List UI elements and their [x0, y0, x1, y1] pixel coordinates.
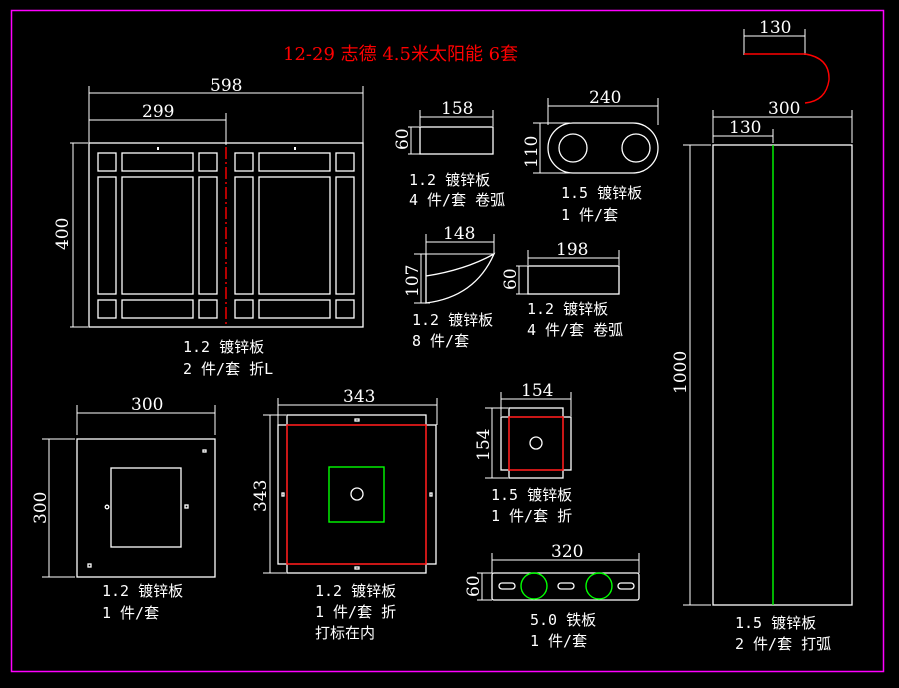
drawing-frame [10, 9, 885, 673]
dim-height-text: 400 [53, 218, 73, 250]
part-label-line2: 1 件/套 [561, 206, 618, 224]
part-label-line2: 8 件/套 [412, 332, 469, 350]
part-label-line1: 1.2 镀锌板 [183, 338, 264, 356]
center-hole [350, 487, 364, 501]
panel-outline [88, 142, 364, 328]
hole-marker [520, 572, 548, 600]
dim-height-text: 343 [251, 480, 271, 512]
dim-width-text: 300 [131, 395, 163, 415]
cutout [110, 467, 182, 548]
part-long-strip-1000[interactable]: 130 300 130 1000 1.5 镀锌板 2 件/套 打弧 [671, 18, 853, 653]
part-label-line2: 4 件/套 卷弧 [409, 191, 505, 209]
part-small-rect-158[interactable]: 158 60 1.2 镀锌板 4 件/套 卷弧 [393, 99, 505, 209]
dim-width-text: 148 [443, 224, 475, 244]
part-label-line1: 1.2 镀锌板 [102, 582, 183, 600]
part-label-line2: 2 件/套 折L [183, 360, 273, 378]
part-small-rect-198[interactable]: 198 60 1.2 镀锌板 4 件/套 卷弧 [501, 240, 623, 339]
part-label-line1: 1.5 镀锌板 [561, 184, 642, 202]
outline-vertical-flaps [508, 407, 564, 479]
fold-line-square [286, 424, 427, 565]
dim-width-text: 343 [343, 387, 375, 407]
dim-height-text: 300 [31, 492, 51, 524]
hole [558, 133, 588, 163]
part-label-line1: 1.2 镀锌板 [409, 171, 490, 189]
dim-height-text: 60 [501, 268, 521, 290]
part-square-plate-300[interactable]: 300 300 1.2 镀锌板 1 件/套 [31, 395, 216, 622]
dim-height-text: 60 [464, 575, 484, 597]
part-label-line1: 1.2 镀锌板 [412, 311, 493, 329]
dim-width-text: 240 [589, 88, 621, 108]
part-outline [491, 572, 640, 601]
part-outline [419, 126, 494, 155]
dim-width-text: 198 [556, 240, 588, 260]
part-label-line1: 1.5 镀锌板 [735, 614, 816, 632]
part-label-line2: 4 件/套 卷弧 [527, 321, 623, 339]
part-oval-plate-240[interactable]: 240 110 1.5 镀锌板 1 件/套 [522, 88, 659, 224]
part-label-line2: 1 件/套 [530, 632, 587, 650]
dim-width-text: 300 [768, 99, 800, 119]
dim-width-text: 154 [521, 381, 553, 401]
dim-height-text: 154 [474, 429, 494, 461]
dim-height-text: 107 [403, 265, 423, 297]
drawing-title: 12-29 志德 4.5米太阳能 6套 [283, 44, 518, 65]
part-label-line1: 1.2 镀锌板 [527, 300, 608, 318]
mark-area [328, 466, 385, 523]
part-outline [425, 252, 496, 304]
part-label-line2: 2 件/套 打弧 [735, 635, 831, 653]
dim-height-text: 60 [393, 128, 413, 150]
dim-width-text: 320 [551, 542, 583, 562]
part-label-line2: 1 件/套 [102, 604, 159, 622]
part-label-line1: 1.5 镀锌板 [491, 486, 572, 504]
part-square-plate-343[interactable]: 343 343 1.2 镀锌板 1 件/套 折 打标在内 [251, 387, 438, 642]
part-label-line2: 1 件/套 折 [315, 603, 396, 621]
part-label-line1: 5.0 铁板 [530, 611, 596, 629]
part-square-plate-154[interactable]: 154 154 1.5 镀锌板 1 件/套 折 [474, 381, 572, 525]
part-outline [547, 122, 659, 174]
part-label-line2: 1 件/套 折 [491, 507, 572, 525]
hole [621, 133, 651, 163]
part-label-line1: 1.2 镀锌板 [315, 582, 396, 600]
dim-height-text: 1000 [671, 351, 691, 394]
part-outline [76, 438, 216, 578]
dim-height-text: 110 [522, 136, 542, 168]
outline-horizontal-flaps [500, 416, 572, 471]
arc-profile [744, 53, 830, 104]
part-arc-plate-148[interactable]: 148 107 1.2 镀锌板 8 件/套 [403, 224, 496, 350]
part-outline [527, 265, 620, 295]
dim-arc-width-text: 130 [759, 18, 791, 38]
fold-line-square [508, 416, 564, 471]
part-outline [712, 144, 853, 606]
part-label-line3: 打标在内 [315, 624, 375, 642]
dim-width-text: 158 [441, 99, 473, 119]
part-iron-plate-320[interactable]: 320 60 5.0 铁板 1 件/套 [464, 542, 640, 650]
outline-horizontal-flaps [277, 424, 437, 565]
dim-half-width-text: 130 [729, 118, 761, 138]
dim-half-width-text: 299 [142, 102, 174, 122]
dim-width-text: 598 [210, 76, 242, 96]
hole-marker [585, 572, 613, 600]
outline-vertical-flaps [286, 414, 427, 574]
center-hole [529, 436, 543, 450]
part-front-panel[interactable]: 598 299 400 1.2 镀锌板 2 件/ [53, 76, 364, 378]
